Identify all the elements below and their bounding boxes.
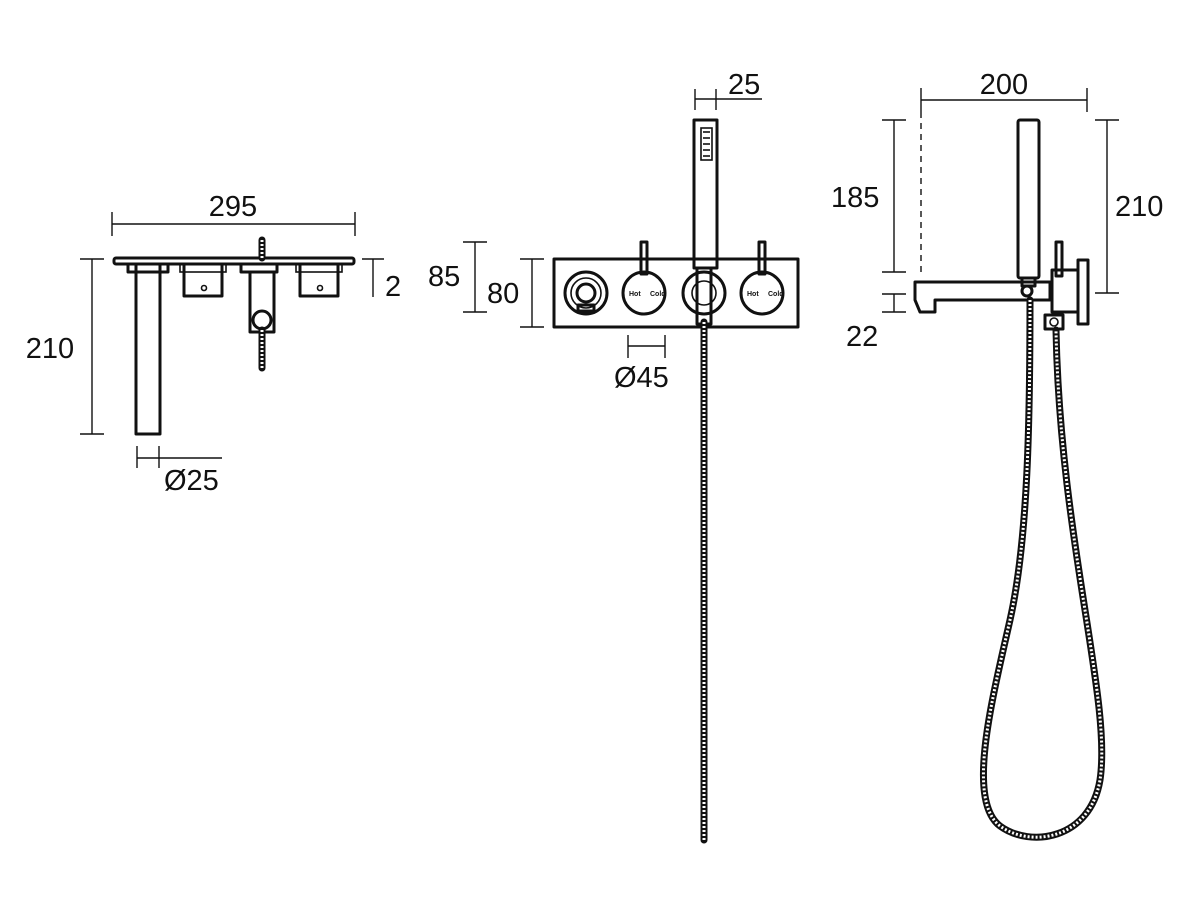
- dim-label-22: 22: [846, 321, 878, 353]
- dim-label-80: 80: [487, 278, 519, 310]
- dim-overall-width: 295: [111, 191, 356, 236]
- front-elevation-view: 25 Hot Cold: [428, 69, 800, 844]
- dim-handset-height-left: 185: [831, 119, 906, 273]
- handle-right-plan: [295, 262, 343, 298]
- dim-label-25: 25: [728, 69, 760, 101]
- spout-plan-view: 295: [26, 191, 401, 497]
- dim-spout-diameter: Ø25: [136, 446, 222, 497]
- dim-plate-height-outer: 85: [428, 241, 487, 313]
- side-elevation-view: 200 185 22 210: [831, 69, 1163, 841]
- spout-side: [913, 280, 1052, 314]
- dim-label-185: 185: [831, 182, 879, 214]
- dim-label-210-right: 210: [1115, 191, 1163, 223]
- dim-label-d25: Ø25: [164, 465, 219, 497]
- mixer-handle-left: Hot Cold: [621, 240, 667, 316]
- wall-plate: [112, 256, 356, 266]
- dim-handset-width: 25: [694, 69, 762, 110]
- dim-spout-height: 210: [26, 258, 104, 435]
- dim-label-85: 85: [428, 261, 460, 293]
- diverter-plan: [239, 236, 279, 372]
- dim-handle-diameter: Ø45: [614, 335, 669, 394]
- diverter-front: [681, 266, 727, 326]
- hand-shower: [692, 118, 719, 270]
- dim-label-2: 2: [385, 271, 401, 303]
- dim-label-d45: Ø45: [614, 362, 669, 394]
- dim-label-200: 200: [980, 69, 1028, 101]
- valve-body-side: [1043, 240, 1090, 331]
- valve-wall-plate: [552, 257, 800, 329]
- dim-plate-thickness: 2: [362, 258, 401, 303]
- dim-plate-height-inner: 80: [487, 258, 544, 328]
- handle-left-plan: [179, 262, 227, 298]
- dim-handset-height-right: 210: [1095, 119, 1163, 294]
- label-hot-left: Hot: [629, 291, 641, 298]
- hand-shower-side: [1016, 118, 1041, 288]
- label-hot-right: Hot: [747, 291, 759, 298]
- label-cold-left: Cold: [650, 291, 666, 298]
- dim-label-295: 295: [209, 191, 257, 223]
- dim-label-210-left: 210: [26, 333, 74, 365]
- spout-outlet-front: [563, 270, 609, 316]
- dim-spout-drop: 22: [846, 293, 906, 353]
- label-cold-right: Cold: [768, 291, 784, 298]
- mixer-handle-right: Hot Cold: [739, 240, 785, 316]
- hose-side: [979, 296, 1106, 841]
- dim-projection: 200: [920, 69, 1088, 112]
- spout-tube: [126, 262, 170, 436]
